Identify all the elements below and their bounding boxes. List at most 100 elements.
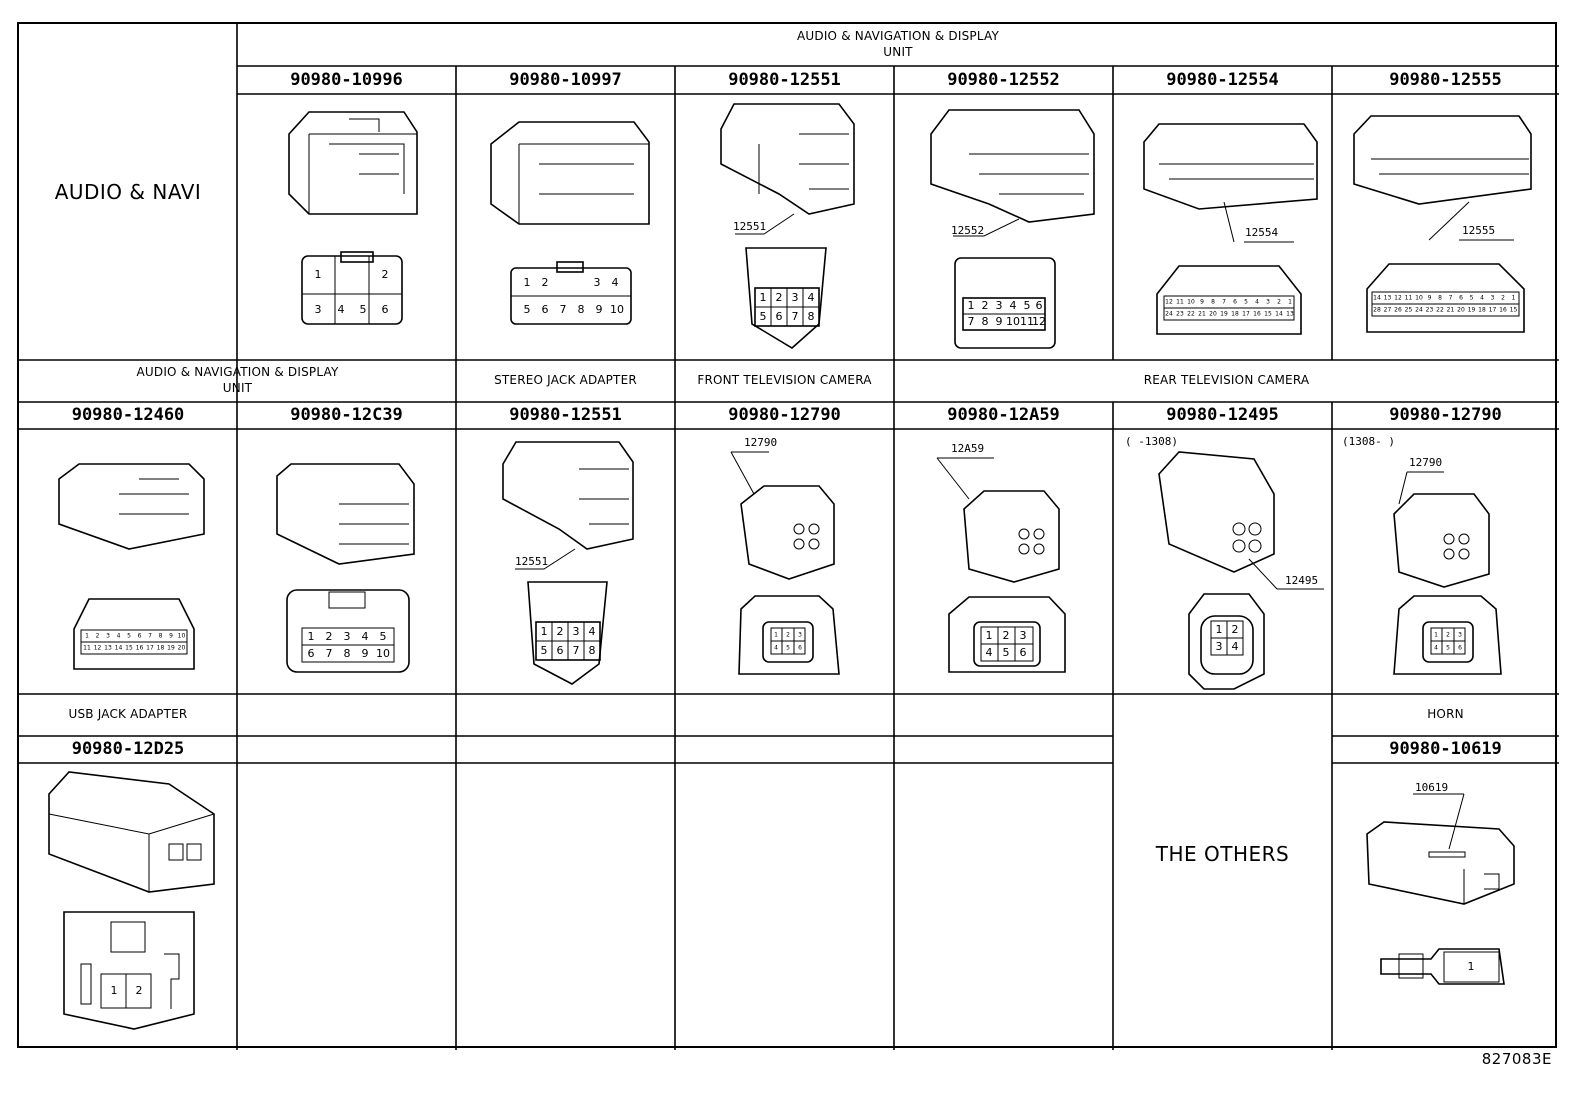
pin-number: 22 — [1436, 307, 1444, 314]
pin-number: 5 — [1024, 299, 1031, 312]
connector-drawings: 1 2 3 4 5 6 1 2 3 4 5 6 7 8 9 10 — [48, 103, 1532, 1030]
pin-number: 2 — [382, 268, 389, 281]
pin-number: 2 — [96, 633, 100, 640]
pin-number: 20 — [1209, 311, 1217, 318]
pin-number: 9 — [169, 633, 173, 640]
pin-number: 1 — [1468, 960, 1475, 973]
pin-number: 18 — [1478, 307, 1486, 314]
pin-number: 3 — [344, 630, 351, 643]
pin-number: 19 — [1220, 311, 1228, 318]
connector-12551-drawing — [502, 441, 634, 685]
pin-number: 5 — [541, 644, 548, 657]
pin-number: 21 — [1198, 311, 1206, 318]
pin-number: 11 — [1176, 299, 1184, 306]
pin-number: 3 — [1491, 295, 1495, 302]
pin-number: 4 — [808, 291, 815, 304]
pin-number: 27 — [1384, 307, 1392, 314]
pin-number: 6 — [1233, 299, 1237, 306]
pin-number: 8 — [578, 303, 585, 316]
pin-number: 15 — [125, 645, 133, 652]
callout-label: 12790 — [744, 436, 778, 449]
part-number: 90980-12552 — [947, 70, 1060, 90]
pin-number: 9 — [596, 303, 603, 316]
pin-number: 16 — [1499, 307, 1507, 314]
pin-number: 2 — [136, 984, 143, 997]
pin-number: 6 — [542, 303, 549, 316]
connector-10996-drawing — [288, 111, 418, 325]
pin-number: 8 — [982, 315, 989, 328]
pin-number: 3 — [1266, 299, 1270, 306]
pin-number: 16 — [136, 645, 144, 652]
part-number: 90980-12551 — [728, 70, 841, 90]
pin-number: 20 — [178, 645, 186, 652]
connector-12790-drawing — [730, 451, 840, 675]
group-header-horn: HORN — [1427, 707, 1464, 721]
pin-number: 10 — [610, 303, 624, 316]
part-number: 90980-12495 — [1166, 405, 1279, 425]
pin-number: 11 — [83, 645, 91, 652]
pin-number: 6 — [382, 303, 389, 316]
pin-number: 13 — [104, 645, 112, 652]
pin-number: 2 — [542, 276, 549, 289]
pin-number: 4 — [986, 646, 993, 659]
connector-12554-drawing — [1143, 123, 1318, 335]
pin-number: 3 — [106, 633, 110, 640]
pin-number: 23 — [1176, 311, 1184, 318]
pin-number: 4 — [338, 303, 345, 316]
pin-number: 25 — [1405, 307, 1413, 314]
pin-number: 10 — [1415, 295, 1423, 302]
pin-number: 11 — [1405, 295, 1413, 302]
the-others-label: THE OTHERS — [1155, 842, 1290, 866]
pin-number: 19 — [167, 645, 175, 652]
pin-number: 6 — [1020, 646, 1027, 659]
pin-number: 2 — [1501, 295, 1505, 302]
pin-number: 12 — [1165, 299, 1173, 306]
pin-number: 4 — [1010, 299, 1017, 312]
pin-number: 17 — [1489, 307, 1497, 314]
pin-number: 22 — [1187, 311, 1195, 318]
connector-12495-drawing — [1158, 451, 1324, 690]
pin-number: 18 — [1231, 311, 1239, 318]
pin-number: 5 — [1244, 299, 1248, 306]
row-label-audio-navi: AUDIO & NAVI — [54, 180, 202, 204]
pin-number: 7 — [1222, 299, 1226, 306]
pin-number: 4 — [612, 276, 619, 289]
part-number: 90980-10997 — [509, 70, 622, 90]
pin-number: 7 — [148, 633, 152, 640]
pin-number: 1 — [986, 629, 993, 642]
connector-12790-rear-drawing — [1393, 471, 1502, 675]
part-number: 90980-12460 — [71, 405, 185, 425]
pin-number: 1 — [1288, 299, 1292, 306]
grid-lines — [19, 24, 1559, 1050]
connector-chart: AUDIO & NAVI AUDIO & NAVIGATION & DISPLA… — [17, 22, 1559, 1050]
pin-number: 5 — [380, 630, 387, 643]
pin-number: 3 — [315, 303, 322, 316]
pin-number: 10 — [178, 633, 186, 640]
pin-number: 12 — [1032, 315, 1046, 328]
pin-number: 1 — [524, 276, 531, 289]
part-number: 90980-12551 — [509, 405, 622, 425]
group-header-line1: AUDIO & NAVIGATION & DISPLAY — [796, 29, 1000, 43]
pin-number: 2 — [786, 632, 790, 639]
pin-number: 15 — [1510, 307, 1518, 314]
connector-12552-drawing — [930, 109, 1095, 349]
connector-12551-drawing — [720, 103, 855, 349]
pin-number: 6 — [1036, 299, 1043, 312]
pin-number: 3 — [1458, 632, 1462, 639]
pin-number: 18 — [157, 645, 165, 652]
pin-number: 4 — [589, 625, 596, 638]
pin-number: 1 — [1216, 623, 1223, 636]
pin-number: 2 — [982, 299, 989, 312]
pin-number: 2 — [1446, 632, 1450, 639]
callout-label: 12495 — [1285, 574, 1319, 587]
callout-label: 10619 — [1415, 781, 1449, 794]
group-header-front-camera: FRONT TELEVISION CAMERA — [697, 373, 872, 387]
callout-label: 12554 — [1245, 226, 1279, 239]
connector-12C39-drawing — [276, 463, 415, 673]
pin-number: 8 — [159, 633, 163, 640]
pin-number: 19 — [1468, 307, 1476, 314]
pin-number: 6 — [798, 645, 802, 652]
connector-10619-drawing — [1366, 793, 1515, 985]
pin-number: 3 — [1216, 640, 1223, 653]
group-header-audio-nav-display: AUDIO & NAVIGATION & DISPLAY UNIT — [237, 28, 1559, 66]
